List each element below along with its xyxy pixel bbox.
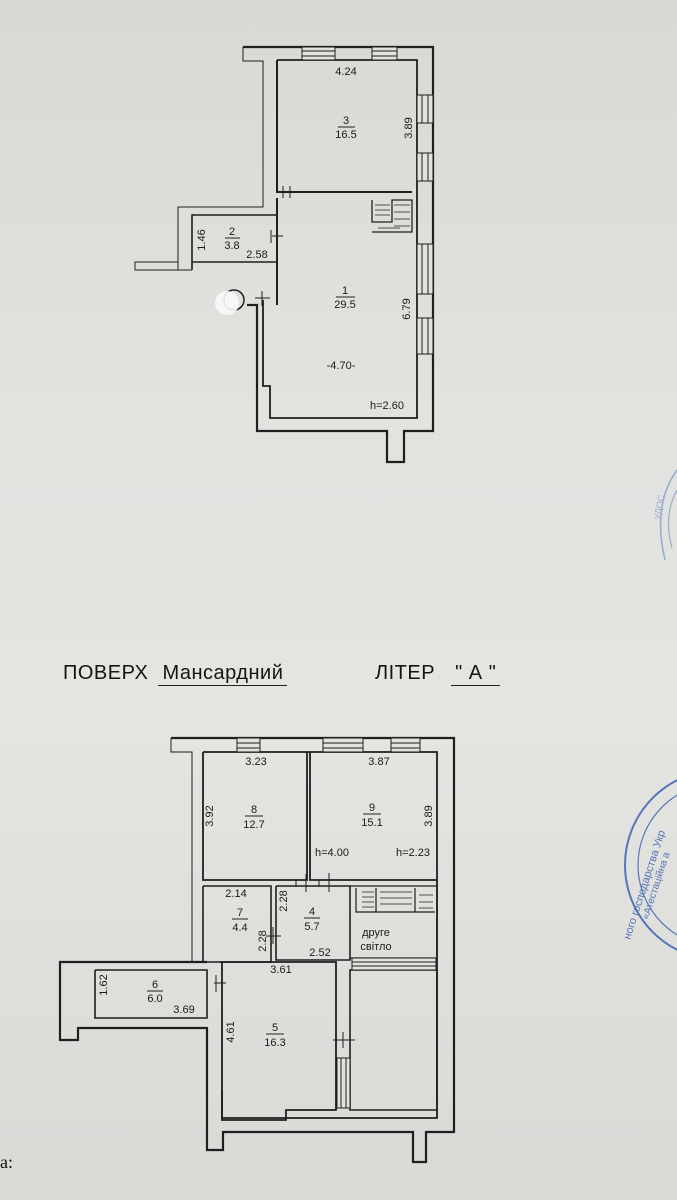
dim-4-24: 4.24	[335, 66, 356, 78]
dim-1-62: 1.62	[98, 974, 110, 995]
room-1-number: 1	[342, 285, 348, 297]
room-8-number: 8	[251, 804, 257, 816]
room-1-area: 29.5	[334, 299, 355, 311]
room-2-number: 2	[229, 226, 235, 238]
dim-4-70: -4.70-	[327, 360, 356, 372]
dim-3-69: 3.69	[173, 1004, 194, 1016]
room-6-number: 6	[152, 979, 158, 991]
light-well-line2: світло	[360, 941, 391, 953]
dim-2-58: 2.58	[246, 249, 267, 261]
lower-floor-plan	[58, 736, 456, 1164]
room-6-area: 6.0	[147, 993, 162, 1005]
room-3-number: 3	[343, 115, 349, 127]
room-7-area: 4.4	[232, 922, 247, 934]
room-9-area: 15.1	[361, 817, 382, 829]
stamp-top-text: УДОС	[652, 494, 666, 521]
letter-value: " А "	[451, 662, 501, 686]
stamp-fragment-top: УДОС	[652, 469, 677, 561]
dim-2-28-a: 2.28	[278, 890, 290, 911]
room-7-number: 7	[237, 907, 243, 919]
letter-header: ЛІТЕР " А "	[375, 662, 501, 686]
floor-value: Мансардний	[158, 662, 288, 686]
dim-6-79: 6.79	[401, 298, 413, 319]
lower-plan-labels: 8 12.7 9 15.1 7 4.4 4 5.7 6 6.0 5 16.3 3…	[98, 756, 435, 1049]
dim-2-14: 2.14	[225, 888, 246, 900]
light-well-line1: друге	[362, 927, 390, 939]
floor-header: ПОВЕРХ Мансардний	[63, 662, 288, 686]
room-5-number: 5	[272, 1022, 278, 1034]
dim-1-46: 1.46	[196, 229, 208, 250]
dim-3-61: 3.61	[270, 964, 291, 976]
room-8-area: 12.7	[243, 819, 264, 831]
dim-2-52: 2.52	[309, 947, 330, 959]
dim-3-87: 3.87	[368, 756, 389, 768]
dim-3-23: 3.23	[245, 756, 266, 768]
room-4-area: 5.7	[304, 921, 319, 933]
floor-label: ПОВЕРХ	[63, 662, 149, 684]
room-4-number: 4	[309, 906, 315, 918]
room-2-area: 3.8	[224, 240, 239, 252]
dim-2-28-b: 2.28	[257, 930, 269, 951]
legend-fragment: а:	[0, 1152, 13, 1172]
upper-floor-plan	[134, 45, 435, 464]
height-2-23: h=2.23	[396, 847, 430, 859]
height-upper: h=2.60	[370, 400, 404, 412]
dim-3-89: 3.89	[403, 117, 415, 138]
height-4-00: h=4.00	[315, 847, 349, 859]
dim-4-61: 4.61	[225, 1021, 237, 1042]
letter-label: ЛІТЕР	[375, 662, 436, 684]
dim-3-92: 3.92	[204, 805, 216, 826]
room-9-number: 9	[369, 802, 375, 814]
room-5-area: 16.3	[264, 1037, 285, 1049]
room-3-area: 16.5	[335, 129, 356, 141]
dim-3-89-lower: 3.89	[423, 805, 435, 826]
official-stamp: ного господарства Укр «Атестаційна а	[621, 779, 677, 951]
upper-plan-labels: 3 16.5 2 3.8 1 29.5 4.24 3.89 1.46 2.58 …	[196, 66, 415, 412]
